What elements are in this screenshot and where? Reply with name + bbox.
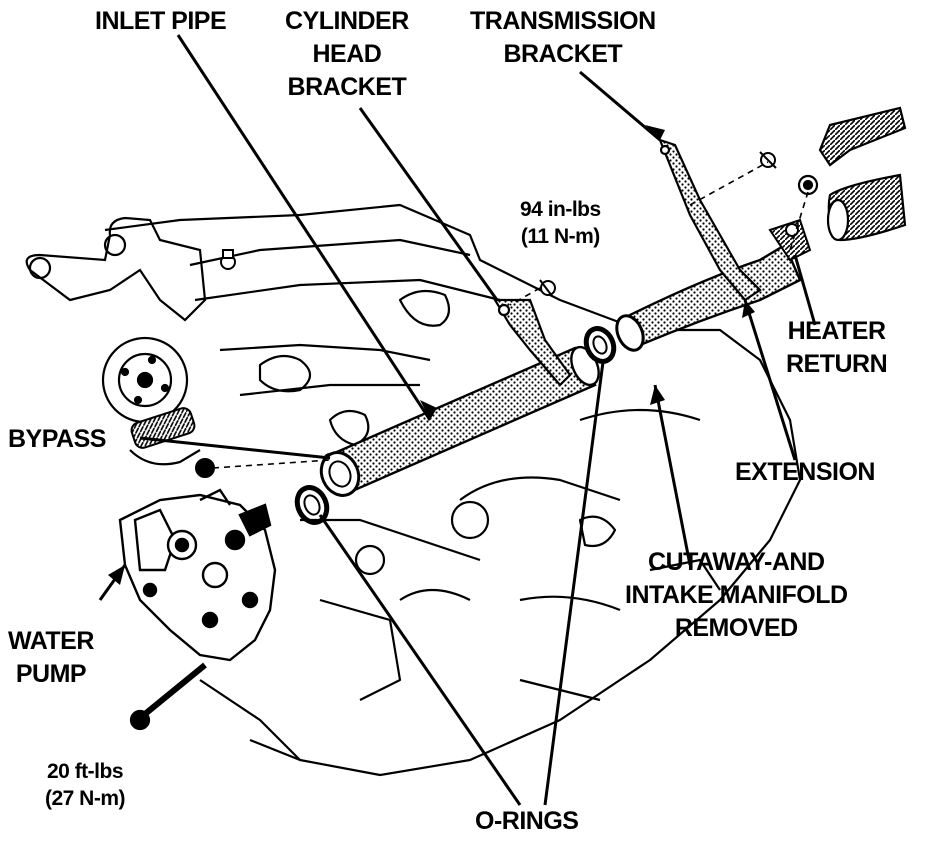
water-pump-bolt: [129, 662, 207, 731]
alignment-lines: [212, 161, 809, 469]
label-cylinder-head-bracket: CYLINDER HEAD BRACKET: [285, 7, 409, 101]
label-torque-20: 20 ft-lbs (27 N-m): [45, 760, 126, 810]
leader-lines: [98, 34, 817, 806]
label-transmission-bracket: TRANSMISSION BRACKET: [470, 7, 656, 68]
label-heater-return: HEATER RETURN: [786, 317, 888, 378]
label-inlet-pipe: INLET PIPE: [95, 7, 227, 35]
o-ring-parts: [294, 326, 617, 525]
transmission-bracket: [658, 138, 762, 302]
label-cutaway: CUTAWAY-AND INTAKE MANIFOLD REMOVED: [625, 548, 848, 642]
extension-pipe: [615, 218, 812, 352]
leader-arrowheads: [108, 125, 755, 585]
label-extension: EXTENSION: [735, 458, 875, 486]
label-water-pump: WATER PUMP: [8, 627, 94, 688]
label-torque-94: 94 in-lbs (11 N-m): [520, 198, 601, 248]
bypass-hose: [129, 407, 201, 466]
cylinder-head-bracket: [493, 298, 572, 387]
heater-hoses: [797, 106, 907, 242]
label-bypass: BYPASS: [8, 425, 106, 453]
water-pump: [118, 488, 277, 662]
label-o-rings: O-RINGS: [475, 807, 579, 835]
accessory-bracket: [25, 216, 207, 424]
